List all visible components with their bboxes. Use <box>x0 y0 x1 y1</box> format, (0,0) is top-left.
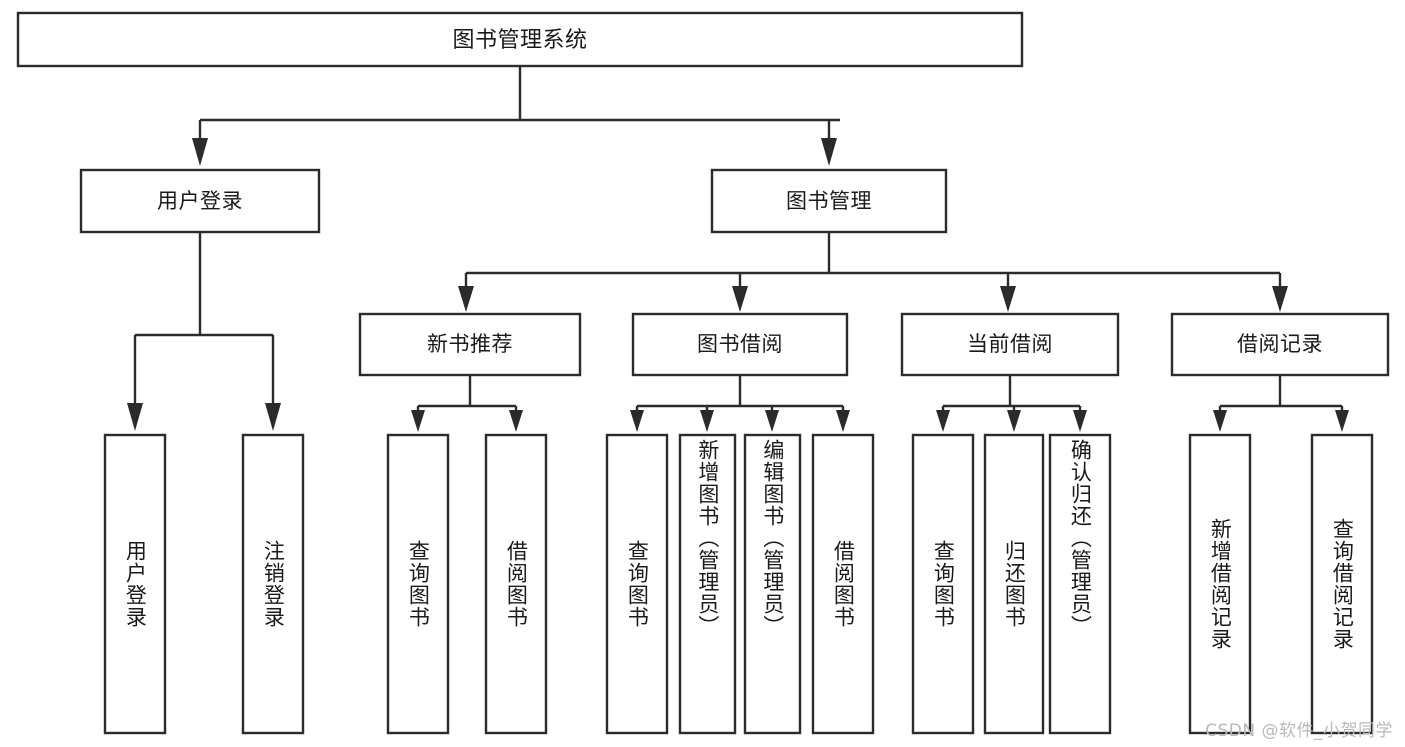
connector-group-borrow-record-children <box>1213 375 1349 432</box>
connector-group-book-manage-children <box>458 232 1288 312</box>
node-leaf-return-book-rect[interactable] <box>983 433 1045 735</box>
connector-group-root-to-level2 <box>192 66 840 166</box>
arrow-leaf-add-book <box>700 410 714 432</box>
arrow-user-login <box>192 138 208 166</box>
arrow-leaf-user-login <box>127 403 143 431</box>
arrow-new-book-recommend <box>458 286 474 312</box>
node-leaf-query-book-1-rect[interactable] <box>386 433 450 735</box>
node-current-borrow[interactable]: 当前借阅 <box>900 312 1120 377</box>
node-current-borrow-rect[interactable] <box>900 312 1120 377</box>
node-leaf-edit-book-rect[interactable] <box>743 433 802 735</box>
node-borrow-record-rect[interactable] <box>1170 312 1390 377</box>
node-leaf-user-login-rect[interactable] <box>103 433 167 735</box>
node-leaf-add-book-rect[interactable] <box>678 433 737 735</box>
node-new-book-recommend-rect[interactable] <box>358 312 582 377</box>
node-leaf-add-record-rect[interactable] <box>1188 433 1252 735</box>
node-borrow-record-label: 借阅记录 <box>1237 332 1323 356</box>
node-borrow-record[interactable]: 借阅记录 <box>1170 312 1390 377</box>
node-book-borrow-rect[interactable] <box>631 312 849 377</box>
arrow-book-borrow <box>732 286 748 312</box>
node-user-login-rect[interactable] <box>79 168 321 234</box>
connector-group-book-borrow-children <box>630 375 850 432</box>
node-leaf-borrow-book-1-rect[interactable] <box>484 433 548 735</box>
arrow-leaf-borrow-book-2 <box>836 410 850 432</box>
arrow-leaf-edit-book <box>765 410 779 432</box>
arrow-leaf-confirm-return <box>1073 410 1087 432</box>
node-book-borrow[interactable]: 图书借阅 <box>631 312 849 377</box>
arrow-borrow-record <box>1272 286 1288 312</box>
node-root[interactable]: 图书管理系统 <box>16 11 1024 68</box>
node-leaf-confirm-return-rect[interactable] <box>1048 433 1112 735</box>
arrow-leaf-query-book-3 <box>936 410 950 432</box>
arrow-current-borrow <box>1000 286 1016 312</box>
node-root-rect[interactable] <box>16 11 1024 68</box>
node-leaf-query-book-2-rect[interactable] <box>605 433 669 735</box>
node-book-manage[interactable]: 图书管理 <box>710 168 948 234</box>
node-leaf-query-record-rect[interactable] <box>1310 433 1374 735</box>
connector-group-new-book-recommend-children <box>411 375 523 432</box>
node-root-label: 图书管理系统 <box>452 28 587 53</box>
node-leaf-borrow-book-2-rect[interactable] <box>811 433 875 735</box>
arrow-leaf-borrow-book-1 <box>509 410 523 432</box>
csdn-watermark: CSDN @软件_小贺同学 <box>1205 721 1393 741</box>
node-user-login[interactable]: 用户登录 <box>79 168 321 234</box>
node-leaf-logout-rect[interactable] <box>241 433 305 735</box>
node-book-borrow-label: 图书借阅 <box>697 332 783 356</box>
node-book-manage-label: 图书管理 <box>786 189 872 213</box>
connector-group-current-borrow-children <box>936 375 1087 432</box>
arrow-book-manage <box>821 138 837 166</box>
node-leaf-query-book-3-rect[interactable] <box>911 433 975 735</box>
arrow-leaf-logout <box>265 403 281 431</box>
node-new-book-recommend[interactable]: 新书推荐 <box>358 312 582 377</box>
node-user-login-label: 用户登录 <box>157 189 243 213</box>
node-current-borrow-label: 当前借阅 <box>967 332 1053 356</box>
arrow-leaf-add-record <box>1213 410 1227 432</box>
arrow-leaf-return-book <box>1007 410 1021 432</box>
arrow-leaf-query-book-2 <box>630 410 644 432</box>
connector-group-user-login-children <box>127 232 281 431</box>
arrow-leaf-query-book-1 <box>411 410 425 432</box>
node-new-book-recommend-label: 新书推荐 <box>427 332 513 356</box>
node-book-manage-rect[interactable] <box>710 168 948 234</box>
arrow-leaf-query-record <box>1335 410 1349 432</box>
